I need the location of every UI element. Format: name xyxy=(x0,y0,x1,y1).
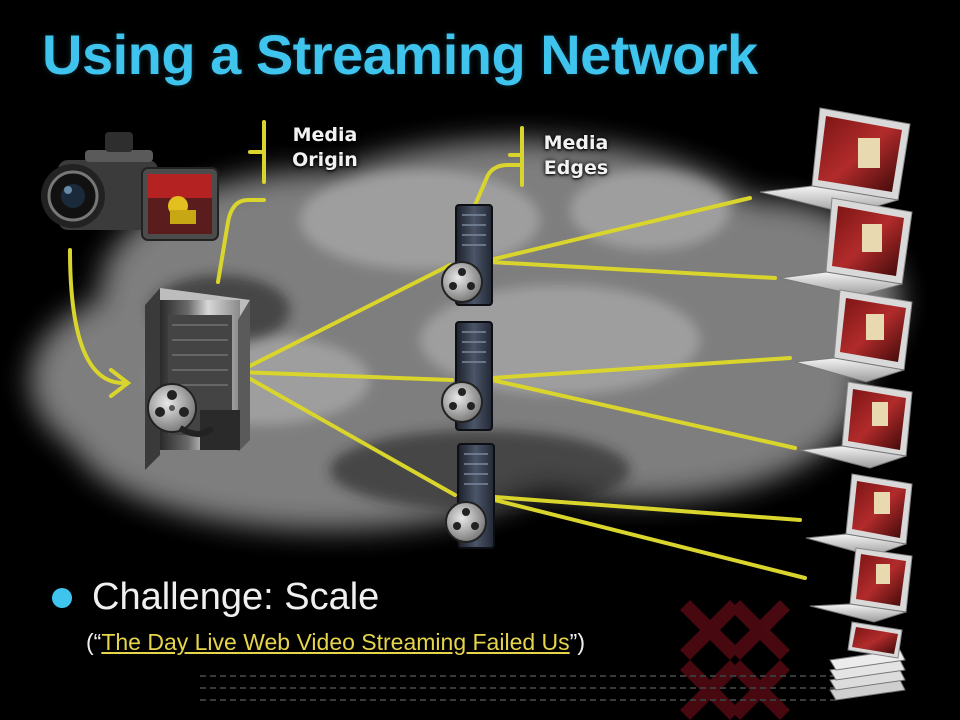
open-quote: (“ xyxy=(86,629,102,655)
media-edges-label-line2: Edges xyxy=(543,157,609,179)
laptop-icon xyxy=(799,381,913,469)
client-laptops xyxy=(759,107,913,701)
decorative-pattern xyxy=(680,600,790,720)
laptop-icon xyxy=(805,473,913,557)
laptop-icon xyxy=(809,547,913,623)
bullet-text: Challenge: Scale xyxy=(92,576,380,618)
laptop-icon xyxy=(794,289,913,383)
edge-server-2 xyxy=(441,321,493,431)
origin-server-tower-icon xyxy=(145,288,250,470)
slide-title: Using a Streaming Network xyxy=(42,23,758,86)
bullet-subtext: (“The Day Live Web Video Streaming Faile… xyxy=(86,629,872,656)
article-link[interactable]: The Day Live Web Video Streaming Failed … xyxy=(101,629,570,655)
bullet-dot-icon xyxy=(52,587,72,608)
edge-server-1 xyxy=(441,204,493,306)
connections xyxy=(68,120,807,580)
laptop-icon xyxy=(759,107,911,215)
media-origin-label-line1: Media xyxy=(292,124,358,146)
edge-server-3 xyxy=(445,443,495,549)
media-origin-label-line2: Origin xyxy=(292,149,358,171)
close-quote: ”) xyxy=(569,629,585,655)
laptop-icon xyxy=(779,197,913,297)
media-edges-label-line1: Media xyxy=(543,132,609,154)
bullet-list: Challenge: Scale (“The Day Live Web Vide… xyxy=(52,576,872,656)
edge-servers xyxy=(441,204,495,549)
camcorder-icon xyxy=(41,132,219,241)
bullet-item: Challenge: Scale xyxy=(52,576,872,619)
media-edges-label: Media Edges xyxy=(536,131,616,181)
decorative-dashes xyxy=(200,675,840,701)
media-origin-label: Media Origin xyxy=(282,123,368,173)
origin-film-reel-icon xyxy=(147,383,215,437)
laptop-stack-icon xyxy=(829,621,906,701)
